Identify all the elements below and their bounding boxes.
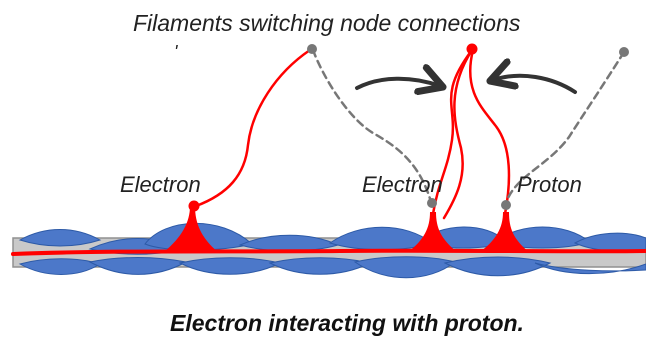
active-filament-left: [196, 50, 310, 206]
blue-lobe: [355, 257, 455, 278]
bottom-node-electron-middle: [427, 198, 437, 208]
blue-lobe: [180, 258, 280, 275]
diagram-caption: Electron interacting with proton.: [170, 312, 524, 335]
diagram-title: Filaments switching node connections: [133, 12, 520, 35]
blue-lobe: [270, 258, 370, 275]
proton-label: Proton: [517, 174, 582, 196]
electron-label-left: Electron: [120, 174, 201, 196]
bottom-node-electron-left: [189, 201, 200, 212]
blue-lobe: [90, 258, 186, 275]
electron-label-middle: Electron: [362, 174, 443, 196]
top-node-middle: [467, 44, 478, 55]
tick-mark: ': [174, 43, 177, 61]
blue-lobe: [20, 230, 100, 247]
top-node-right: [619, 47, 629, 57]
top-node-left: [307, 44, 317, 54]
active-filament-middle-inner: [444, 50, 472, 218]
bottom-node-proton: [501, 200, 511, 210]
curved-arrow-right: [493, 76, 575, 92]
curved-arrow-left: [357, 79, 440, 88]
blue-lobe: [20, 259, 100, 275]
blue-lobe: [445, 257, 550, 276]
active-filament-right: [470, 50, 509, 214]
